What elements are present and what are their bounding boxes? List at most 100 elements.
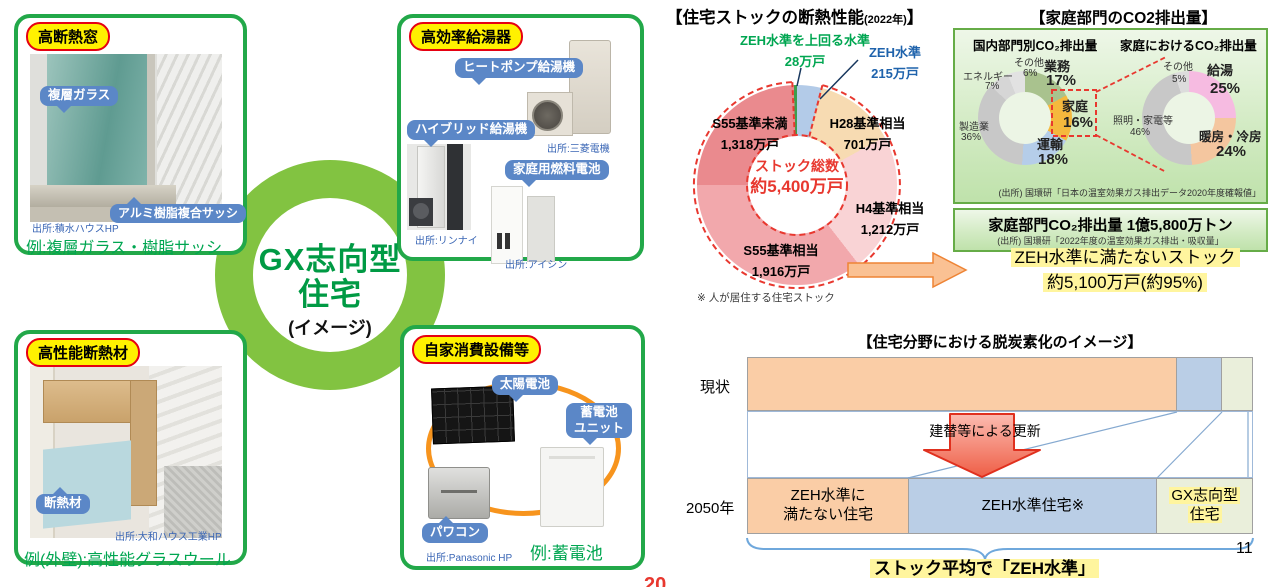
fuelcell-label: 家庭用燃料電池 [505, 160, 609, 187]
stock-total-value: 約5,400万戸 [750, 176, 844, 196]
self-consumption-tag: 自家消費設備等 [412, 335, 542, 364]
home-hotwater-name: 給湯 [1207, 63, 1234, 78]
self-consumption-example: 例:蓄電池 [530, 544, 603, 563]
gx-line1: GX志向型 [1169, 487, 1241, 505]
power-conditioner-image [428, 467, 490, 519]
battery-trim [549, 456, 595, 459]
box-window: 高断熱窓 複層ガラス アルミ樹脂複合サッシ 出所:積水ハウスHP 例:複層ガラス… [14, 14, 247, 257]
window-example: 例:複層ガラス・樹脂サッシ [26, 240, 223, 257]
home-lighting-name: 照明・家電等 [1113, 116, 1173, 127]
battery-label: 蓄電池 ユニット [566, 403, 633, 446]
co2-total-line: 家庭部門CO₂排出量 1億5,800万トン [955, 214, 1266, 235]
stock-total-label: ストック総数 [755, 158, 839, 174]
sash-label: アルミ樹脂複合サッシ [110, 197, 246, 223]
non-zeh-line1: ZEH水準に [790, 487, 866, 505]
h4-value: 1,212万戸 [860, 221, 920, 237]
box-heater: 高効率給湯器 ヒートポンプ給湯機 出所:三菱電機 ハイブリッド給湯機 出所:リン… [397, 14, 644, 271]
stock-note: ※ 人が居住する住宅ストック [697, 292, 835, 304]
decarb-row1-label: 現状 [700, 379, 731, 396]
heater-source-rinnai: 出所:リンナイ [415, 236, 478, 247]
home-lighting-pct: 46% [1130, 127, 1151, 138]
window-source: 出所:積水ハウスHP [32, 224, 119, 235]
heatpump-unit-image [527, 92, 573, 136]
co2-sector-hole [999, 92, 1051, 144]
zeh-gap-line2: 約5,100万戸(約95%) [1043, 273, 1207, 292]
heater-tag: 高効率給湯器 [409, 22, 524, 51]
page-number: 11 [1236, 540, 1253, 557]
s55-name: S55基準相当 [743, 243, 819, 258]
heater-source-aisin: 出所:アイシン [505, 260, 568, 271]
vent-slot [505, 233, 510, 249]
sector-household-pct: 16% [1063, 114, 1094, 131]
zeh-gap-line1: ZEH水準に満たないストック [1010, 248, 1240, 267]
gx-line2: 住宅 [1187, 506, 1222, 523]
fan-grille [532, 100, 563, 131]
right-arrow [847, 251, 968, 289]
sector-energy-name: エネルギー [963, 72, 1013, 83]
s55-under-name: S55基準未満 [712, 116, 788, 131]
self-consumption-source: 出所:Panasonic HP [426, 553, 513, 564]
battery-unit-image [540, 447, 604, 527]
hybrid-dark-unit [447, 144, 463, 230]
co2-total-label: 家庭部門CO₂排出量 [988, 217, 1123, 234]
center-title-line1: GX志向型 [258, 242, 402, 277]
sector-other-name: その他 [1014, 58, 1044, 69]
2050-gx-segment: GX志向型 住宅 [1156, 479, 1252, 533]
insulation-panel [43, 440, 132, 529]
zeh-name: ZEH水準 [868, 45, 921, 60]
battery-label-line1: 蓄電池 [580, 405, 618, 419]
mesh-layer [164, 465, 222, 538]
hybrid-heater-image [407, 144, 471, 230]
center-subtitle: (イメージ) [288, 318, 372, 339]
glass-label: 複層ガラス [40, 86, 119, 113]
h28-name: H28基準相当 [829, 116, 906, 131]
footer-number-red: 20 [644, 574, 667, 587]
box-insulation: 高性能断熱材 断熱材 出所:大和ハウス工業HP 例(外壁):高性能グラスウール [14, 330, 247, 569]
brace-label: ストック平均で「ZEH水準」 [870, 559, 1099, 578]
heatpump-tank-image [569, 40, 611, 134]
co2-source2: (出所) 国環研「2022年度の温室効果ガス排出・吸収量」 [997, 236, 1224, 246]
co2-total-value: 1億5,800万トン [1126, 217, 1233, 234]
decarb-row2-label: 2050年 [686, 500, 735, 517]
current-gx-segment [1221, 358, 1252, 410]
heatpump-label: ヒートポンプ給湯機 [455, 58, 584, 85]
stock-title-main: 【住宅ストックの断熱性能 [666, 9, 864, 27]
non-zeh-line2: 満たない住宅 [783, 506, 874, 523]
insulation-tag: 高性能断熱材 [26, 338, 141, 367]
battery-label-line2: ユニット [574, 420, 625, 435]
h4-label: H4基準相当 1,212万戸 [840, 199, 940, 241]
sector-energy-pct: 7% [985, 81, 1000, 92]
s55-under-label: S55基準未満 1,318万戸 [695, 114, 805, 156]
sector-transport-name: 運輸 [1037, 137, 1064, 152]
window-glass [47, 54, 156, 186]
home-other-pct: 5% [1172, 74, 1187, 85]
fuelcell-left-unit [491, 186, 523, 264]
stock-donut-center: ストック総数 約5,400万戸 [742, 158, 852, 197]
insulation-material-label: 断熱材 [36, 487, 90, 514]
decarb-title: 【住宅分野における脱炭素化のイメージ】 [857, 334, 1143, 351]
decarb-current-bar [747, 357, 1253, 411]
sector-business-name: 業務 [1044, 59, 1071, 74]
rebuild-arrow-label: 建替等による更新 [929, 423, 1041, 439]
insulation-example: 例(外壁):高性能グラスウール [24, 552, 231, 569]
zeh-housing-label: ZEH水準住宅※ [981, 496, 1085, 514]
s55-value: 1,916万戸 [751, 263, 811, 279]
s55-label: S55基準相当 1,916万戸 [731, 241, 831, 283]
co2-panel-title: 【家庭部門のCO2排出量】 [1030, 10, 1217, 27]
zeh-above-name: ZEH水準を上回る水準 [740, 33, 871, 48]
home-other-name: その他 [1163, 62, 1193, 73]
co2-source1: (出所) 国環研「日本の温室効果ガス排出データ2020年度確報値」 [998, 188, 1261, 198]
home-hotwater-pct: 25% [1210, 80, 1241, 97]
stock-title-close: 】 [906, 9, 924, 27]
current-non-zeh-segment [748, 358, 1177, 410]
hybrid-silver-unit [417, 146, 445, 228]
fuelcell-right-unit [527, 196, 555, 262]
h4-name: H4基準相当 [855, 201, 925, 216]
box-self-consumption: 自家消費設備等 太陽電池 蓄電池 ユニット パワコン 出所:Panasonic … [400, 325, 645, 570]
zeh-label: ZEH水準 215万戸 [860, 43, 930, 85]
center-title: GX志向型 住宅 (イメージ) [230, 242, 430, 339]
2050-zeh-segment: ZEH水準住宅※ [908, 479, 1157, 533]
sector-household-name: 家庭 [1062, 99, 1089, 114]
heater-source-mitsubishi: 出所:三菱電機 [547, 144, 610, 155]
